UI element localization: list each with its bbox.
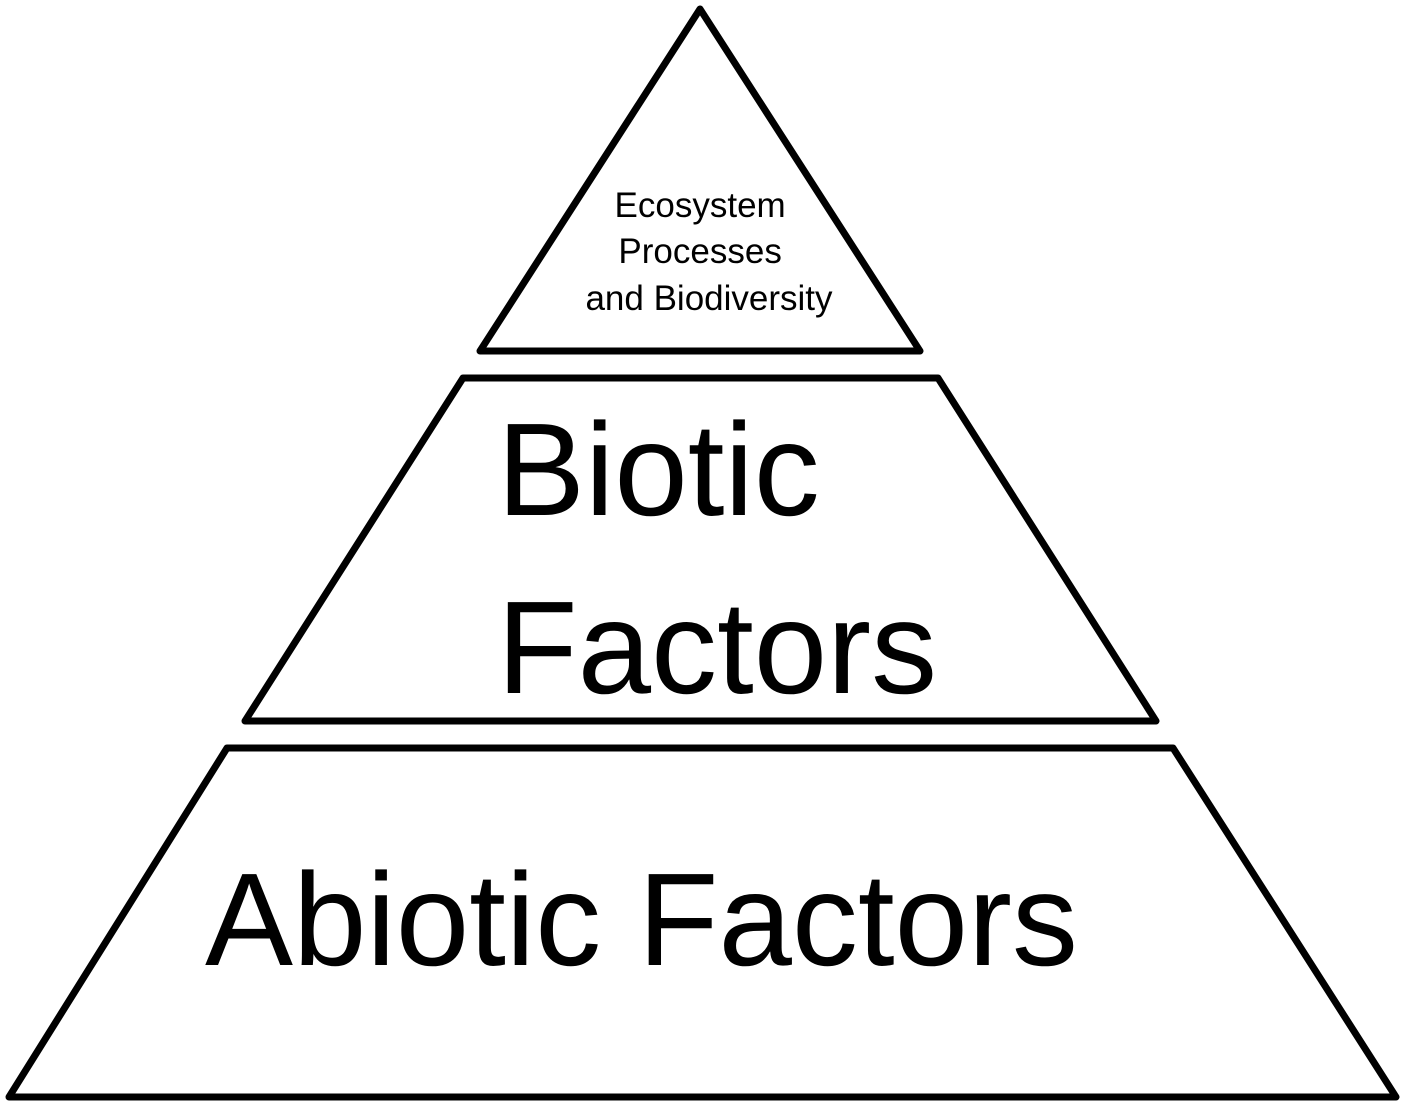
tier-bottom-line-1: Abiotic Factors	[205, 846, 1078, 993]
tier-top-line-2: Processes	[618, 232, 781, 271]
tier-top-label: Ecosystem Processes and Biodiversity	[585, 186, 833, 318]
tier-middle-line-2: Factors	[497, 574, 937, 721]
tier-top-line-1: Ecosystem	[615, 186, 786, 225]
tier-bottom-label: Abiotic Factors	[205, 846, 1078, 993]
tier-top-line-3: and Biodiversity	[585, 279, 833, 318]
tier-middle-shape	[241, 374, 1160, 725]
tier-middle-label: Biotic Factors	[497, 396, 937, 721]
pyramid-tier-top: Ecosystem Processes and Biodiversity	[476, 5, 924, 355]
tier-bottom-shape	[5, 744, 1400, 1101]
pyramid-tier-middle: Biotic Factors	[241, 374, 1160, 725]
tier-middle-line-1: Biotic	[497, 396, 820, 543]
pyramid-tier-bottom: Abiotic Factors	[5, 744, 1400, 1101]
tier-top-shape	[476, 5, 924, 355]
